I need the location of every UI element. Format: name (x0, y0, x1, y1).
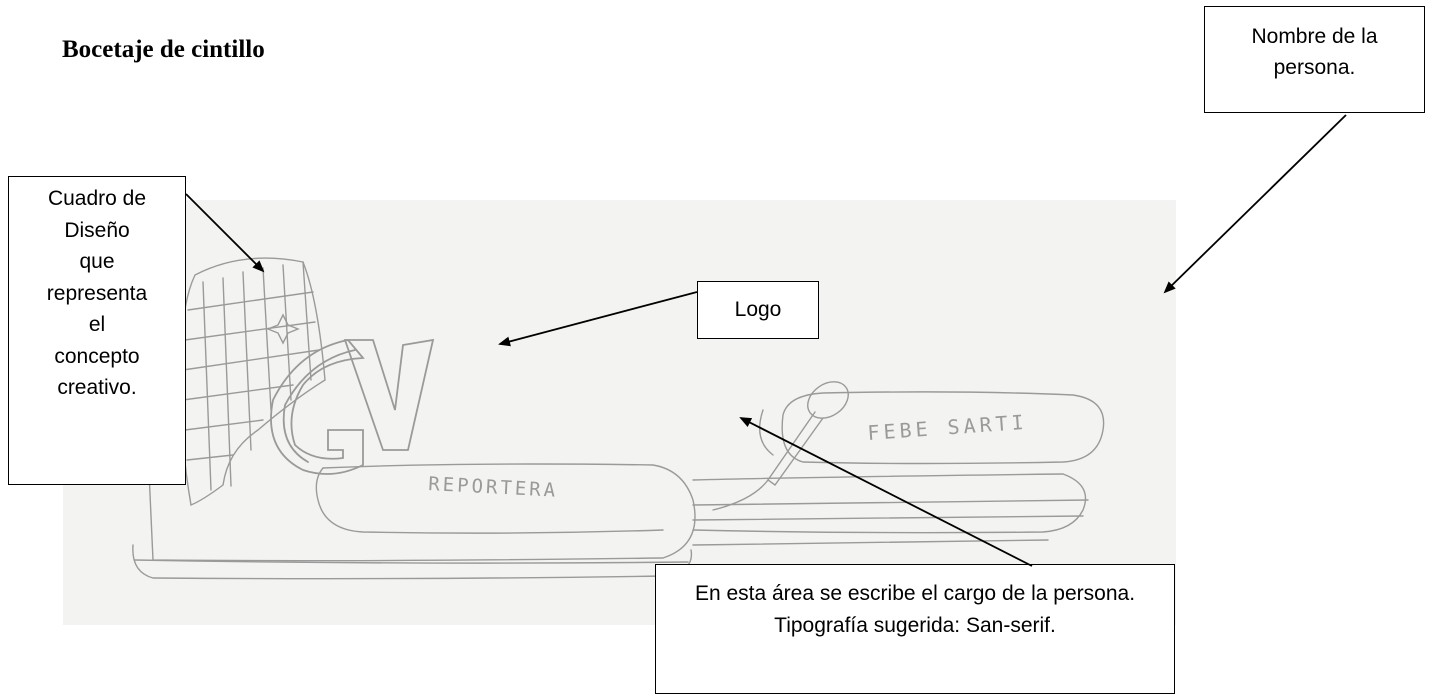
job-title-callout: En esta área se escribe el cargo de la p… (655, 564, 1175, 694)
arrow-to-job-title (739, 417, 1033, 567)
page-title: Bocetaje de cintillo (62, 36, 265, 63)
callout-line: persona. (1273, 56, 1356, 79)
gv-logo-sketch (270, 338, 435, 475)
person-name-callout: Nombre de la persona. (1204, 6, 1425, 113)
callout-line: Diseño (64, 218, 130, 242)
callout-line: concepto (54, 344, 140, 368)
arrow-to-logo (498, 291, 698, 347)
microphone-sketch (712, 381, 849, 511)
design-frame-callout: Cuadro de Diseño que representa el conce… (8, 176, 186, 485)
callout-line: Cuadro de (47, 187, 147, 210)
pencil-sketch: REPORTERA FEBE SARTI (63, 200, 1176, 625)
callout-line: representa (46, 281, 148, 305)
callout-line: Tipografía sugerida: San-serif. (774, 614, 1056, 637)
callout-line: que (79, 250, 115, 273)
logo-callout: Logo (697, 281, 819, 339)
arrow-to-person-name (1163, 114, 1347, 294)
arrow-to-design-frame (185, 193, 265, 273)
callout-line: Logo (734, 298, 782, 321)
callout-line: el (88, 313, 106, 336)
callout-line: En esta área se escribe el cargo de la p… (694, 582, 1136, 605)
sketch-drawing: REPORTERA FEBE SARTI (132, 257, 1105, 580)
callout-line: creativo. (57, 376, 137, 399)
callout-line: Nombre de la (1251, 25, 1378, 48)
person-bar-sketch (692, 391, 1105, 546)
callout-arrows (185, 114, 1347, 567)
